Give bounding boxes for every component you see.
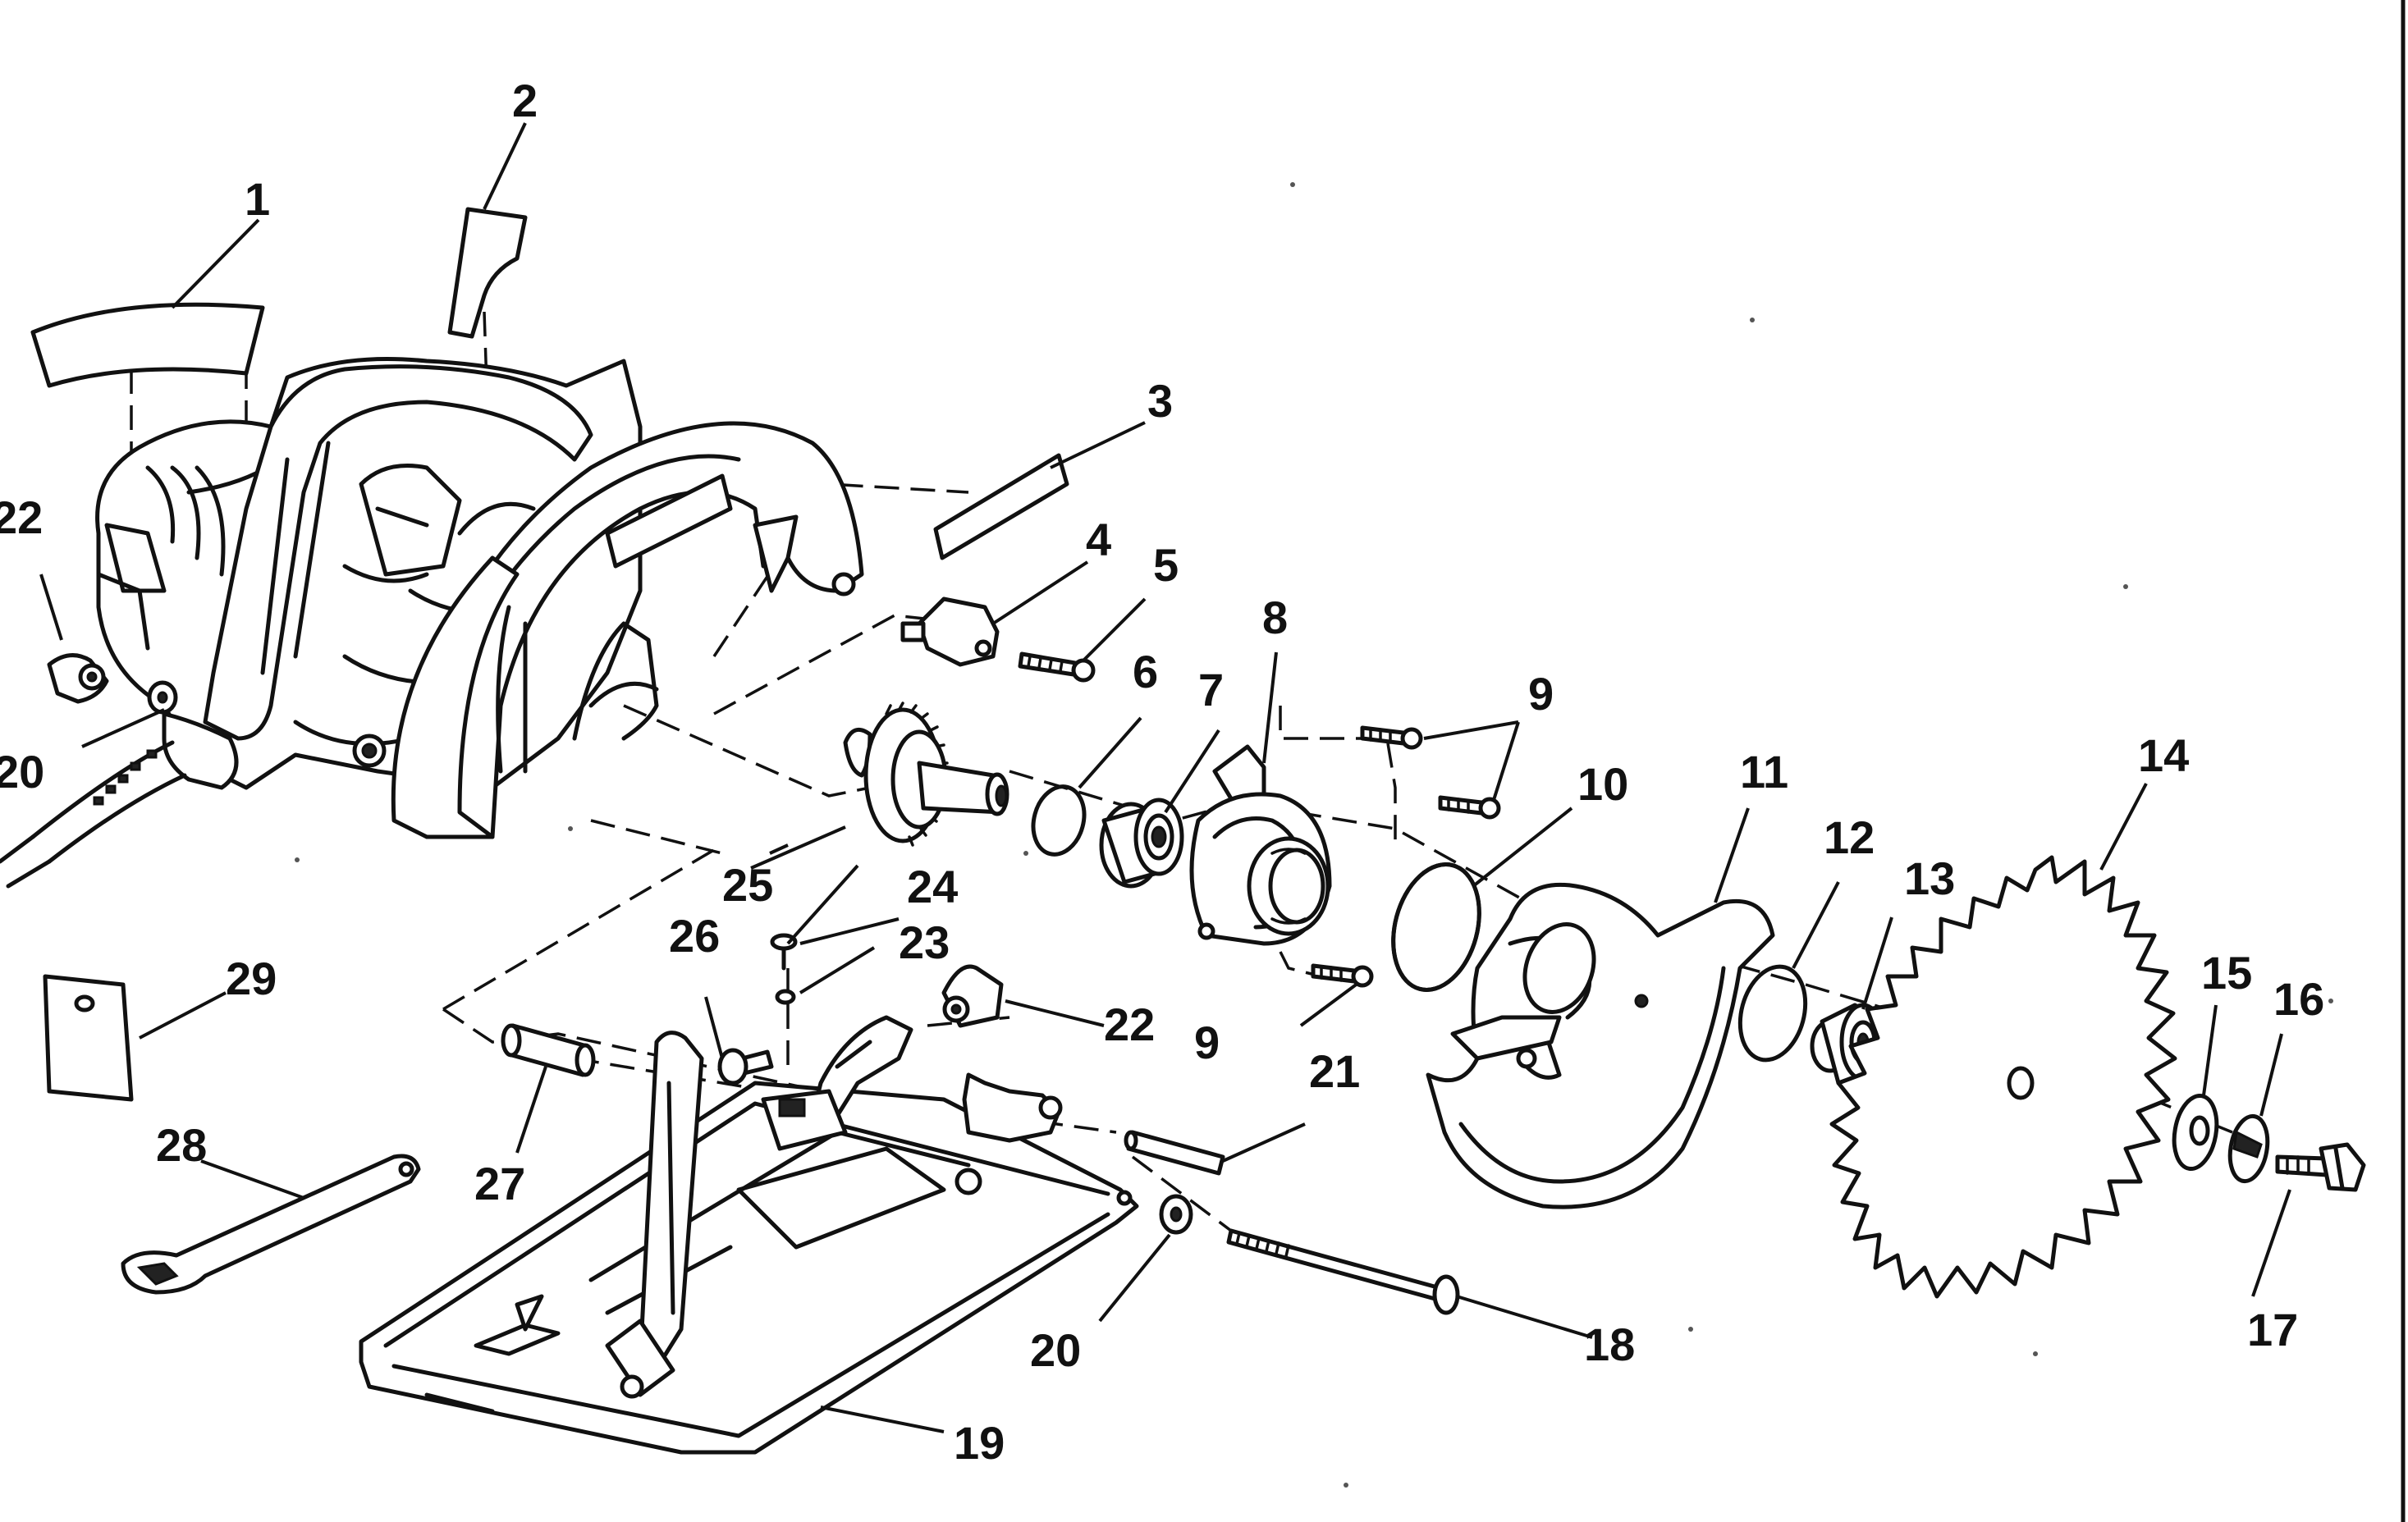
callout-15: 15 <box>2201 947 2252 999</box>
part-7-bearing <box>1099 798 1184 889</box>
callout-leader-lines <box>39 122 2291 1433</box>
callout-26: 26 <box>669 910 720 962</box>
part-16-lock-washer <box>2227 1113 2270 1184</box>
part-2-label <box>447 207 528 339</box>
callout-16: 16 <box>2273 973 2324 1025</box>
callout-12: 12 <box>1824 811 1875 863</box>
callout-10: 10 <box>1577 758 1628 810</box>
part-19-base-plate <box>359 1015 1139 1455</box>
callout-27: 27 <box>474 1158 525 1209</box>
saw-motor-housing <box>0 357 643 889</box>
part-17-blade-bolt <box>2275 1142 2366 1192</box>
callout-22-center: 22 <box>1104 999 1155 1050</box>
callout-24: 24 <box>907 861 958 912</box>
callout-21: 21 <box>1309 1045 1360 1097</box>
callout-7: 7 <box>1198 664 1224 715</box>
callout-20-lower: 20 <box>1030 1324 1081 1376</box>
part-6-o-ring <box>1031 784 1087 857</box>
part-22-knob-center <box>941 964 1004 1028</box>
part-10-ring <box>1391 862 1481 992</box>
callout-20-left: 20 <box>0 746 44 798</box>
part-3-label <box>933 453 1069 560</box>
part-8-gear-housing <box>1189 744 1332 946</box>
callout-14: 14 <box>2138 729 2189 781</box>
callout-23: 23 <box>899 916 950 968</box>
part-24-screw-small <box>770 933 798 971</box>
upper-blade-guard <box>391 421 864 839</box>
part-4-brush-holder <box>900 596 1000 667</box>
callout-numbers: 1 2 3 4 5 6 7 8 9 9 10 11 12 13 14 15 16… <box>0 75 2324 1469</box>
callout-8: 8 <box>1262 592 1288 643</box>
part-15-flange-washer <box>2172 1093 2219 1172</box>
part-5-screw <box>1018 651 1096 683</box>
part-28-blade-wrench <box>121 1154 421 1295</box>
callout-2: 2 <box>512 75 538 126</box>
part-9-screw-top <box>1360 725 1423 750</box>
callout-18: 18 <box>1584 1319 1635 1370</box>
callout-25: 25 <box>722 859 773 911</box>
part-14-saw-blade <box>1829 855 2177 1299</box>
callout-6: 6 <box>1133 646 1158 697</box>
callout-9-top: 9 <box>1528 668 1554 720</box>
part-22-knob-left <box>47 653 109 704</box>
callout-29: 29 <box>226 953 277 1004</box>
part-20-washer-left <box>147 680 178 715</box>
callout-9-bottom: 9 <box>1194 1017 1220 1068</box>
scan-specks <box>295 182 2333 1488</box>
callout-22-left: 22 <box>0 491 43 543</box>
part-23-nut-small <box>775 989 796 1005</box>
callout-5: 5 <box>1153 539 1179 591</box>
part-18-long-pin <box>1226 1228 1460 1315</box>
part-20-washer-lower <box>1159 1194 1193 1235</box>
callout-11: 11 <box>1740 746 1788 798</box>
part-21-pin <box>1124 1130 1225 1176</box>
callout-1: 1 <box>245 173 270 225</box>
callout-17: 17 <box>2247 1304 2298 1355</box>
part-9-screw-bottom <box>1311 963 1374 988</box>
part-12-o-ring <box>1737 964 1808 1063</box>
callout-13: 13 <box>1904 852 1955 904</box>
callout-4: 4 <box>1086 514 1111 565</box>
part-9-screw-middle <box>1438 795 1501 820</box>
callout-19: 19 <box>954 1417 1005 1469</box>
part-1-label <box>30 302 265 388</box>
callout-3: 3 <box>1147 375 1173 427</box>
part-25-gear-shaft <box>843 702 1009 847</box>
callout-28: 28 <box>156 1119 207 1171</box>
part-27-sleeve <box>501 1023 596 1077</box>
part-26-pivot-pin <box>717 1048 774 1086</box>
part-29-tag <box>43 974 134 1102</box>
part-11-lower-guard <box>1426 882 1775 1209</box>
